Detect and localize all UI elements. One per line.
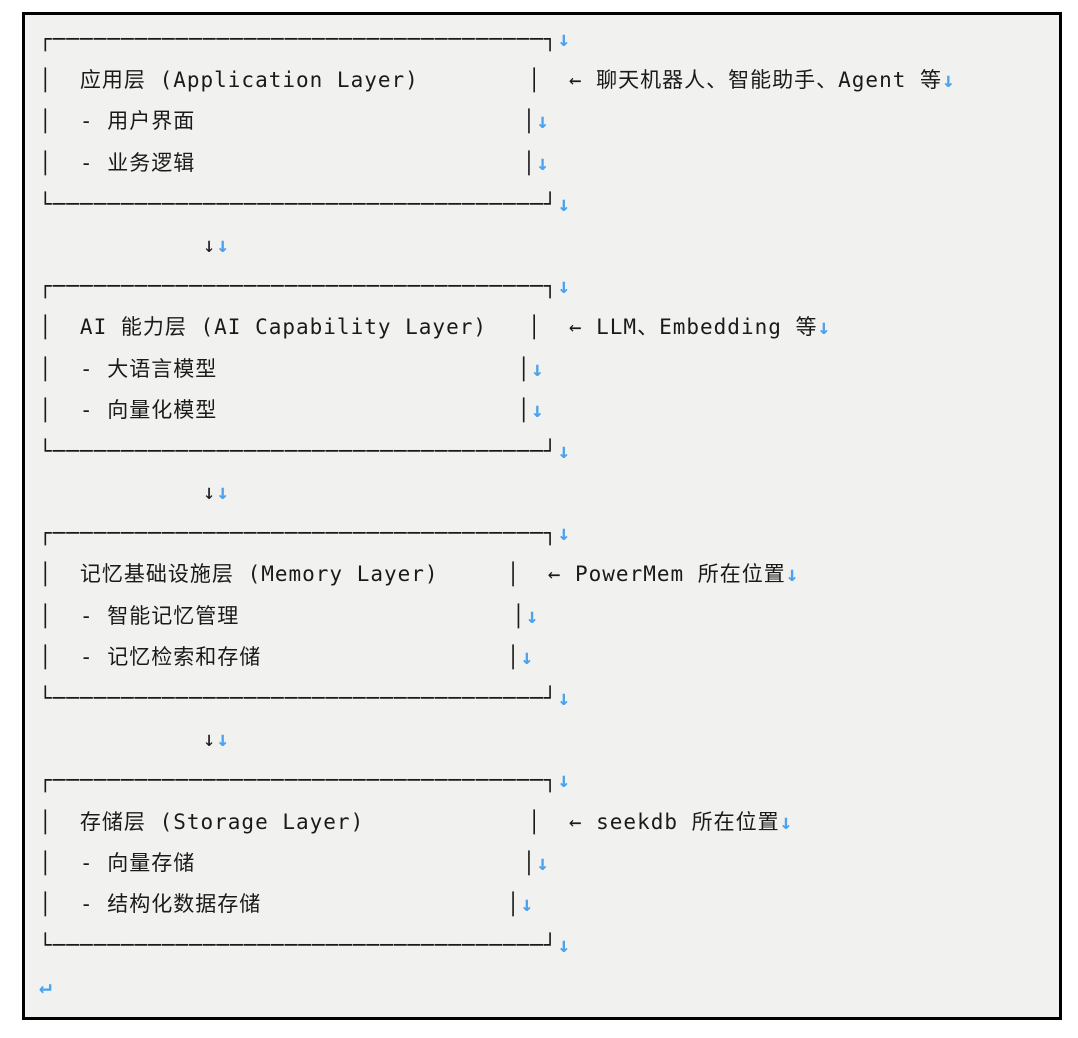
diagram-line-box-title: │ 存储层 (Storage Layer) │ ← seekdb 所在位置↓ xyxy=(39,802,1059,843)
diagram-line-box-item: │ - 向量存储 │↓ xyxy=(39,843,1059,884)
line-text: ┌────────────────────────────────────┐ xyxy=(39,521,558,546)
diagram-line-box-item: │ - 大语言模型 │↓ xyxy=(39,349,1059,390)
diagram-line-paragraph-end: ↵ xyxy=(39,966,1059,1007)
diagram-line-box-item: │ - 结构化数据存储 │↓ xyxy=(39,884,1059,925)
line-text: └────────────────────────────────────┘ xyxy=(39,191,558,216)
line-text: │ - 结构化数据存储 │ xyxy=(39,891,521,916)
line-break-mark-icon: ↓ xyxy=(557,521,571,546)
diagram-line-box-top: ┌────────────────────────────────────┐↓ xyxy=(39,760,1059,801)
line-text: ↓ xyxy=(39,480,217,505)
diagram-line-box-bottom: └────────────────────────────────────┘↓ xyxy=(39,678,1059,719)
line-text: │ - 记忆检索和存储 │ xyxy=(39,644,521,669)
line-text: └────────────────────────────────────┘ xyxy=(39,686,558,710)
line-break-mark-icon: ↓ xyxy=(531,356,544,381)
line-break-mark-icon: ↓ xyxy=(216,480,230,505)
line-text: ↓ xyxy=(39,232,217,257)
line-break-mark-icon: ↓ xyxy=(557,27,571,51)
line-text: │ AI 能力层 (AI Capability Layer) │ ← LLM、E… xyxy=(39,315,818,340)
line-text: ┌────────────────────────────────────┐ xyxy=(39,274,558,299)
line-text: │ - 业务逻辑 │ xyxy=(39,150,537,175)
diagram-line-box-item: │ - 记忆检索和存储 │↓ xyxy=(39,637,1059,678)
line-break-mark-icon: ↓ xyxy=(216,727,230,752)
diagram-line-box-title: │ AI 能力层 (AI Capability Layer) │ ← LLM、E… xyxy=(39,307,1059,348)
diagram-line-box-title: │ 记忆基础设施层 (Memory Layer) │ ← PowerMem 所在… xyxy=(39,554,1059,595)
line-break-mark-icon: ↓ xyxy=(785,562,799,587)
diagram-line-box-item: │ - 用户界面 │↓ xyxy=(39,101,1059,142)
line-break-mark-icon: ↓ xyxy=(557,686,571,710)
line-break-mark-icon: ↓ xyxy=(557,191,571,216)
diagram-line-box-top: ┌────────────────────────────────────┐↓ xyxy=(39,19,1059,60)
line-break-mark-icon: ↓ xyxy=(216,232,230,257)
diagram-line-connector: ↓↓ xyxy=(39,719,1059,760)
line-text: │ - 智能记忆管理 │ xyxy=(39,603,526,628)
diagram-line-connector: ↓↓ xyxy=(39,225,1059,266)
line-text: │ 应用层 (Application Layer) │ ← 聊天机器人、智能助手… xyxy=(39,68,943,93)
document-page: ┌────────────────────────────────────┐↓│… xyxy=(22,12,1062,1020)
diagram-line-box-bottom: └────────────────────────────────────┘↓ xyxy=(39,925,1059,966)
diagram-line-box-top: ┌────────────────────────────────────┐↓ xyxy=(39,266,1059,307)
line-text: │ - 向量化模型 │ xyxy=(39,397,532,422)
diagram-line-box-title: │ 应用层 (Application Layer) │ ← 聊天机器人、智能助手… xyxy=(39,60,1059,101)
line-break-mark-icon: ↓ xyxy=(557,438,571,463)
diagram-line-box-item: │ - 向量化模型 │↓ xyxy=(39,390,1059,431)
line-text: ┌────────────────────────────────────┐ xyxy=(39,768,558,793)
paragraph-mark-icon: ↵ xyxy=(39,974,52,999)
document-text-area[interactable]: ┌────────────────────────────────────┐↓│… xyxy=(39,19,1059,1017)
line-break-mark-icon: ↓ xyxy=(520,644,534,669)
line-text: │ 记忆基础设施层 (Memory Layer) │ ← PowerMem 所在… xyxy=(39,562,786,587)
line-break-mark-icon: ↓ xyxy=(942,68,955,93)
line-break-mark-icon: ↓ xyxy=(536,150,549,175)
line-text: │ 存储层 (Storage Layer) │ ← seekdb 所在位置 xyxy=(39,809,780,834)
line-break-mark-icon: ↓ xyxy=(557,274,571,299)
line-text: │ - 大语言模型 │ xyxy=(39,356,532,381)
line-text: ┌────────────────────────────────────┐ xyxy=(39,27,558,51)
line-break-mark-icon: ↓ xyxy=(531,397,544,422)
line-break-mark-icon: ↓ xyxy=(557,768,571,793)
diagram-line-box-bottom: └────────────────────────────────────┘↓ xyxy=(39,184,1059,225)
diagram-line-box-item: │ - 智能记忆管理 │↓ xyxy=(39,596,1059,637)
line-text: ↓ xyxy=(39,727,217,752)
line-text: └────────────────────────────────────┘ xyxy=(39,438,558,463)
diagram-line-box-top: ┌────────────────────────────────────┐↓ xyxy=(39,513,1059,554)
diagram-line-connector: ↓↓ xyxy=(39,472,1059,513)
line-break-mark-icon: ↓ xyxy=(557,933,571,958)
line-text: └────────────────────────────────────┘ xyxy=(39,933,558,958)
line-text: │ - 用户界面 │ xyxy=(39,109,537,134)
line-break-mark-icon: ↓ xyxy=(525,603,539,628)
line-break-mark-icon: ↓ xyxy=(520,891,534,916)
diagram-line-box-item: │ - 业务逻辑 │↓ xyxy=(39,143,1059,184)
diagram-line-box-bottom: └────────────────────────────────────┘↓ xyxy=(39,431,1059,472)
line-break-mark-icon: ↓ xyxy=(536,850,549,875)
line-text: │ - 向量存储 │ xyxy=(39,850,537,875)
line-break-mark-icon: ↓ xyxy=(817,315,831,340)
line-break-mark-icon: ↓ xyxy=(536,109,549,134)
line-break-mark-icon: ↓ xyxy=(779,809,793,834)
